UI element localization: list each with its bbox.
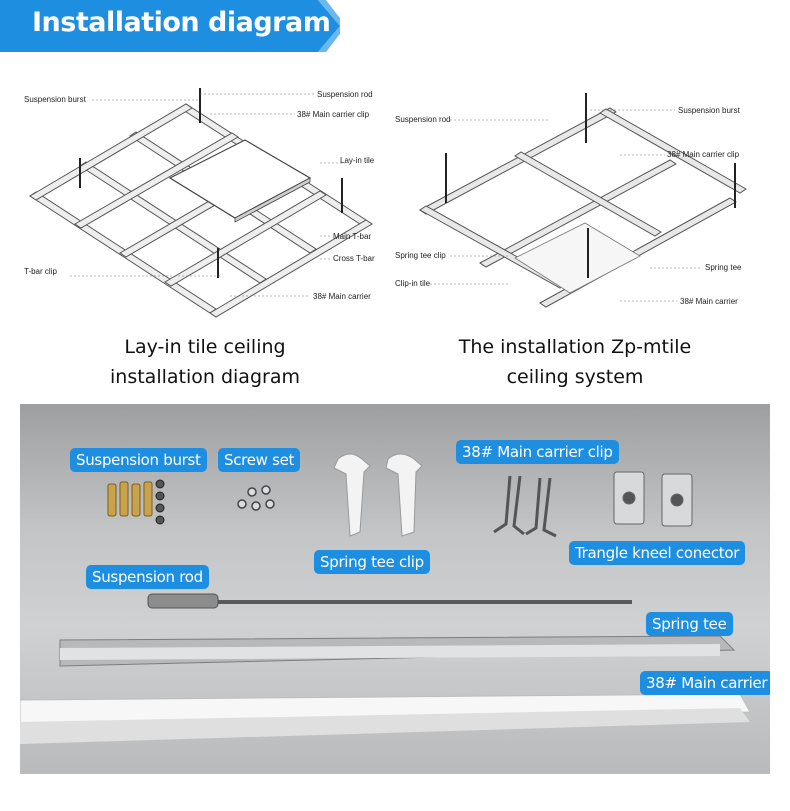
tag-suspension-burst: Suspension burst [70,448,207,472]
triangle-kneel-connector-parts [613,471,693,527]
banner-background [0,0,340,52]
left-caption-line2: installation diagram [110,366,300,388]
label-main-carrier: 38# Main carrier [313,292,371,301]
label-main-carrier-clip-right: 38# Main carrier clip [667,150,740,159]
label-cross-t-bar: Cross T-bar [333,254,375,263]
label-lay-in-tile: Lay-in tile [340,156,375,165]
tag-main-carrier: 38# Main carrier [640,671,770,695]
label-spring-tee: Spring tee [705,263,742,272]
left-caption: Lay-in tile ceiling installation diagram [60,332,350,392]
suspension-burst-parts [107,481,153,517]
label-main-carrier-clip: 38# Main carrier clip [297,110,370,119]
label-suspension-rod: Suspension rod [317,90,373,99]
right-caption-line1: The installation Zp-mtile [458,336,692,358]
tag-spring-tee-clip: Spring tee clip [314,550,430,574]
left-caption-line1: Lay-in tile ceiling [124,336,286,358]
parts-illustration [20,453,751,744]
label-t-bar-clip: T-bar clip [24,267,57,276]
tag-suspension-rod: Suspension rod [86,565,209,589]
banner-title: Installation diagram [32,7,331,38]
tag-triangle-kneel-connector: Trangle kneel conector [569,541,746,565]
spring-tee-clip-parts [333,453,423,537]
label-suspension-burst-right: Suspension burst [678,106,741,115]
tag-spring-tee: Spring tee [646,612,733,636]
right-caption-line2: ceiling system [506,366,644,388]
right-caption: The installation Zp-mtile ceiling system [430,332,720,392]
header-banner: Installation diagram [0,0,340,52]
label-suspension-burst: Suspension burst [24,95,87,104]
tag-screw-set: Screw set [218,448,301,472]
main-carrier-clip-parts [493,475,557,538]
zp-mtile-diagram: Suspension rod Suspension burst 38# Main… [395,93,747,308]
lay-in-tile-diagram: Suspension burst Suspension rod 38# Main… [24,88,375,318]
main-carrier-part [20,693,751,744]
label-main-carrier-right: 38# Main carrier [680,297,738,306]
spring-tee-part [59,635,736,667]
suspension-rod-part [147,593,632,609]
label-clip-in-tile: Clip-in tile [395,279,431,288]
label-spring-tee-clip: Spring tee clip [395,251,446,260]
label-suspension-rod-right: Suspension rod [395,115,451,124]
tag-main-carrier-clip: 38# Main carrier clip [456,440,619,464]
label-main-t-bar: Main T-bar [333,232,371,241]
parts-photo: Suspension burst Screw set 38# Main carr… [20,404,770,774]
screw-set-parts [237,485,275,511]
